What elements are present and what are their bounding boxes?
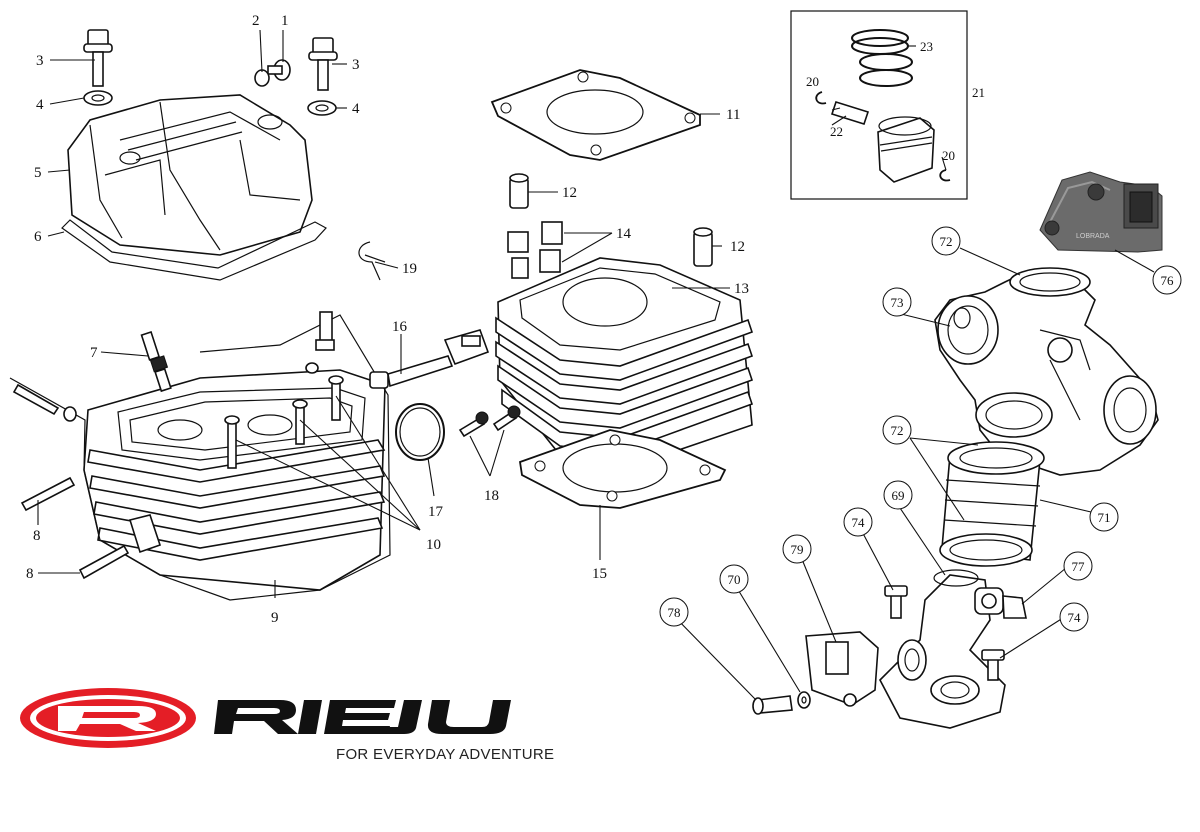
cover-bolt-left <box>83 29 113 106</box>
label-7: 7 <box>90 345 98 361</box>
dowel-pin-top <box>509 173 529 209</box>
label-12-top: 12 <box>562 185 577 201</box>
callout-76: 76 <box>1161 273 1175 288</box>
logo-r-mark <box>58 706 156 731</box>
label-8-top: 8 <box>33 528 41 544</box>
intake-manifold <box>879 569 1027 729</box>
brand-tagline: FOR EVERYDAY ADVENTURE <box>336 746 555 763</box>
label-6: 6 <box>34 229 42 245</box>
valve-cover-gasket <box>61 219 327 281</box>
rieju-logo <box>20 688 511 748</box>
callout-74-bottom: 74 <box>1068 610 1082 625</box>
base-gasket <box>518 429 727 509</box>
temperature-sensor <box>369 329 490 389</box>
label-4-right: 4 <box>352 101 360 117</box>
callout-73: 73 <box>891 295 904 310</box>
label-17: 17 <box>428 504 444 520</box>
callout-74-top: 74 <box>852 515 866 530</box>
label-13: 13 <box>734 281 749 297</box>
label-4-left: 4 <box>36 97 44 113</box>
callout-79: 79 <box>791 542 804 557</box>
throttle-position-sensor: LOBRADA <box>1039 171 1163 253</box>
label-23: 23 <box>920 39 933 54</box>
label-22: 22 <box>830 124 843 139</box>
label-1: 1 <box>281 13 289 29</box>
label-9: 9 <box>271 610 279 626</box>
intake-boot <box>939 441 1045 567</box>
chain-guides <box>507 221 563 279</box>
map-sensor <box>805 631 879 707</box>
label-20-bottom: 20 <box>942 148 955 163</box>
sensor-label: LOBRADA <box>1076 233 1110 240</box>
part-labels: 1 2 3 3 4 4 5 6 7 8 8 9 10 11 12 12 13 1… <box>26 13 985 626</box>
label-12-right: 12 <box>730 239 745 255</box>
label-19: 19 <box>402 261 417 277</box>
clip-19 <box>358 241 386 281</box>
label-20-top: 20 <box>806 74 819 89</box>
logo-wordmark <box>214 700 511 734</box>
small-bolt-1 <box>254 59 291 87</box>
label-18: 18 <box>484 488 499 504</box>
valve-cover <box>67 94 313 256</box>
callout-78: 78 <box>668 605 681 620</box>
label-14: 14 <box>616 226 632 242</box>
plug-top <box>305 311 335 374</box>
cover-bolt-right <box>307 37 338 116</box>
label-21: 21 <box>972 85 985 100</box>
label-2: 2 <box>252 13 260 29</box>
head-studs <box>20 476 130 580</box>
callout-70: 70 <box>728 572 741 587</box>
callout-69: 69 <box>892 488 905 503</box>
throttle-body <box>934 267 1159 476</box>
bolt-78 <box>752 695 793 715</box>
callout-72-bottom: 72 <box>891 423 904 438</box>
spark-plug <box>140 331 172 393</box>
piston-kit-box <box>790 10 968 200</box>
callout-77: 77 <box>1072 559 1086 574</box>
label-3-left: 3 <box>36 53 44 69</box>
o-ring <box>395 403 445 461</box>
circled-callouts: 72 73 72 71 76 69 74 77 74 79 70 78 <box>659 226 1182 632</box>
cylinder-head <box>83 369 386 591</box>
head-stud-left <box>12 383 77 422</box>
callout-72-top: 72 <box>940 234 953 249</box>
cylinder-bolts <box>458 405 521 438</box>
label-8-bottom: 8 <box>26 566 34 582</box>
head-gasket <box>490 69 701 161</box>
label-3-right: 3 <box>352 57 360 73</box>
label-15: 15 <box>592 566 607 582</box>
leader-lines <box>37 29 1155 701</box>
washer-70 <box>797 691 811 709</box>
callout-71: 71 <box>1098 510 1111 525</box>
dowel-pin-right <box>693 227 713 267</box>
label-10: 10 <box>426 537 441 553</box>
label-11: 11 <box>726 107 740 123</box>
label-16: 16 <box>392 319 408 335</box>
label-5: 5 <box>34 165 42 181</box>
